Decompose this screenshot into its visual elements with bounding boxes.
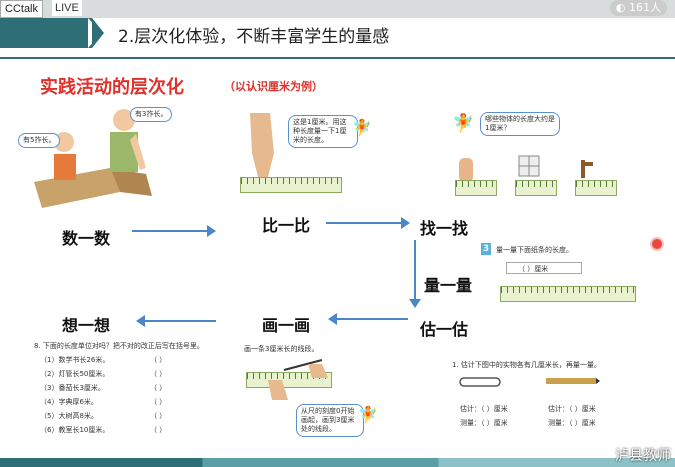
- estimate-task-prompt: 1. 估计下图中的实物各有几厘米长，再量一量。: [452, 361, 601, 369]
- fairy-icon: 🧚: [352, 118, 372, 137]
- estimate-right-2: 测量：（ ）厘米: [548, 419, 596, 427]
- top-bar: CCtalk LIVE ◐ 161人: [0, 0, 675, 18]
- fairy-icon: 🧚: [452, 113, 475, 134]
- kid-speech-bubble: 有5拃长。: [18, 133, 61, 149]
- viewers-icon: ◐: [615, 1, 626, 14]
- find-objects-illustration: [459, 155, 593, 182]
- arrow-find-to-estimate: [409, 240, 421, 308]
- hand-span-illustration: [34, 109, 152, 208]
- bottom-bar: [0, 458, 675, 467]
- arrow-draw-to-think: [136, 315, 216, 327]
- stage-estimate: 估一估: [420, 320, 469, 339]
- measure-answer: （ ）厘米: [518, 265, 549, 273]
- header-divider: [0, 57, 675, 59]
- measure-task-number: 3: [481, 243, 491, 255]
- think-answer-5: （ ）: [150, 412, 167, 420]
- arrow-estimate-to-draw: [328, 313, 408, 325]
- viewer-count: 161人: [629, 1, 661, 14]
- cctalk-logo: CCtalk: [0, 0, 44, 18]
- estimate-right-1: 估计：（ ）厘米: [548, 405, 596, 413]
- live-badge: LIVE: [52, 0, 82, 16]
- draw-speech-bubble: 从尺的刻度0开始画起，画到3厘米处的线段。: [296, 404, 364, 438]
- think-answer-4: （ ）: [150, 398, 167, 406]
- paperclip-illustration: [459, 377, 501, 387]
- fairy-icon: 🧚: [358, 405, 378, 424]
- draw-ruler: [246, 372, 332, 388]
- section-title: 实践活动的层次化: [40, 77, 184, 98]
- slide-title: 2.层次化体验，不断丰富学生的量感: [118, 27, 390, 47]
- watermark: 泸县教师: [615, 448, 671, 464]
- think-item-1: （1）数学书长26米。: [40, 356, 110, 364]
- think-answer-2: （ ）: [150, 370, 167, 378]
- estimate-left-1: 估计：（ ）厘米: [460, 405, 508, 413]
- think-item-3: （3）番茄长3厘米。: [40, 384, 105, 392]
- think-answer-1: （ ）: [150, 356, 167, 364]
- find-speech-bubble: 哪些物体的长度大约是1厘米？: [480, 112, 560, 137]
- find-ruler-1: [455, 180, 497, 196]
- measure-ruler: [500, 286, 636, 302]
- stage-find: 找一找: [420, 219, 469, 238]
- stage-compare: 比一比: [262, 216, 311, 235]
- compare-ruler: [240, 177, 342, 193]
- arrow-compare-to-find: [326, 217, 410, 229]
- think-item-5: （5）大树高8米。: [40, 412, 98, 420]
- think-answer-6: （ ）: [150, 426, 167, 434]
- think-answer-3: （ ）: [150, 384, 167, 392]
- adult-speech-bubble: 有3拃长。: [130, 107, 173, 123]
- find-ruler-3: [575, 180, 617, 196]
- finger-measure-illustration: [250, 113, 274, 177]
- find-ruler-2: [515, 180, 557, 196]
- stage-count: 数一数: [62, 229, 111, 248]
- record-indicator-icon[interactable]: [650, 237, 664, 251]
- measure-task-text: 量一量下面纸条的长度。: [496, 246, 573, 254]
- think-item-4: （4）字典厚6米。: [40, 398, 98, 406]
- section-subtitle: （以认识厘米为例）: [224, 80, 323, 93]
- slide-header: 2.层次化体验，不断丰富学生的量感: [0, 18, 675, 56]
- think-task-prompt: 8. 下面的长度单位对吗？把不对的改正后写在括号里。: [34, 342, 204, 350]
- viewer-count-badge: ◐ 161人: [609, 0, 667, 16]
- stage-draw: 画一画: [262, 316, 311, 335]
- compare-speech-bubble: 这是1厘米。用这种长度量一下1厘米的长度。: [288, 115, 358, 149]
- paper-strip: [506, 262, 582, 274]
- header-decoration: [0, 18, 92, 48]
- estimate-left-2: 测量：（ ）厘米: [460, 419, 508, 427]
- header-chevron-tip: [92, 18, 104, 48]
- stage-measure: 量一量: [424, 276, 473, 295]
- draw-task-text: 画一条3厘米长的线段。: [244, 345, 319, 353]
- pencil-illustration: [546, 378, 600, 384]
- hand-drawing-illustration: [268, 359, 328, 400]
- arrow-count-to-compare: [132, 225, 216, 237]
- think-item-2: （2）灯管长50厘米。: [40, 370, 110, 378]
- stage-think: 想一想: [62, 316, 111, 335]
- think-item-6: （6）教室长10厘米。: [40, 426, 110, 434]
